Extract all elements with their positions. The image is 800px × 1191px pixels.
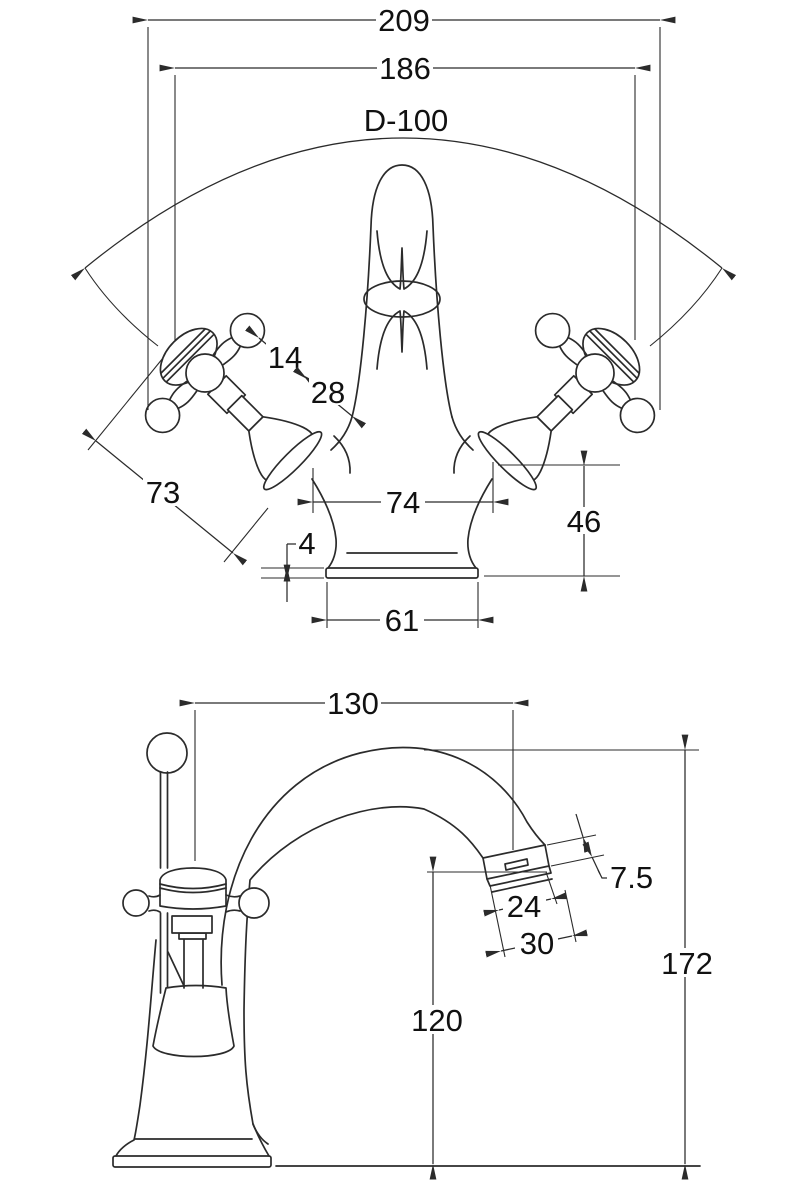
dim-upper-width: 186 (159, 51, 651, 340)
spout-arch-outer (220, 746, 546, 986)
body-left-side (311, 478, 337, 569)
dim-label-120: 120 (411, 1003, 463, 1038)
dim-overall-height: 172 (275, 734, 717, 1180)
body-socket-arc-left (333, 435, 351, 474)
nozzle-outlet-rim (486, 865, 553, 893)
dim-label-61: 61 (385, 603, 419, 638)
dim-label-24: 24 (507, 889, 541, 924)
dim-spout-outlet-height: 120 (407, 856, 547, 1180)
dim-label-46: 46 (567, 504, 601, 539)
dim-knob-offset: 14 (245, 325, 317, 388)
dim-base-plate-thickness: 4 (261, 526, 324, 602)
dim-label-130: 130 (327, 686, 379, 721)
dim-body-height: 46 (484, 450, 620, 592)
base-plate-front (325, 567, 479, 579)
body-crease (167, 951, 185, 987)
body-right-flare (451, 416, 474, 451)
dim-label-d100: D-100 (364, 103, 448, 138)
body-cone-left (115, 939, 157, 1157)
dim-base-width: 61 (311, 582, 494, 638)
dim-label-73: 73 (146, 475, 180, 510)
handle-bell-side (152, 984, 235, 1058)
body-cone-right-flare (252, 1123, 270, 1157)
handle-knob-left (122, 889, 150, 917)
dim-label-28: 28 (311, 375, 345, 410)
dim-handle-clearance: 28 (292, 366, 367, 429)
side-view: 130 7.5 24 30 (112, 686, 717, 1180)
handle-stem-side (183, 938, 204, 989)
dim-label-209: 209 (378, 3, 430, 38)
handle-front-right (446, 286, 682, 522)
dim-label-186: 186 (379, 51, 431, 86)
dim-tip-face-thickness: 7.5 (546, 813, 653, 895)
dim-overall-width: 209 (132, 3, 676, 410)
base-plinth-side (112, 1155, 272, 1168)
spout-arch-inner (243, 805, 484, 1145)
spout-collar-ellipse (363, 280, 441, 318)
handle-knob-right (238, 887, 270, 919)
dim-body-width: 74 (297, 462, 509, 520)
body-socket-arc-right (453, 435, 471, 474)
handle-collar-side (171, 915, 213, 934)
front-view: 209 186 D-100 14 28 (70, 3, 737, 638)
dim-label-14: 14 (268, 340, 302, 375)
dim-label-4: 4 (298, 526, 315, 561)
faucet-front-outline (311, 164, 493, 579)
dim-aerator-width: 24 (483, 871, 567, 958)
handle-cap-band (159, 883, 227, 894)
dim-label-172: 172 (661, 946, 713, 981)
spout-column-outline (351, 164, 453, 418)
dim-spout-reach: 130 (179, 686, 529, 861)
popup-rod (159, 771, 169, 994)
dim-label-74: 74 (386, 485, 420, 520)
nozzle-aerator-slot (504, 858, 529, 871)
body-right-side (467, 478, 493, 569)
dim-tip-width: 30 (485, 889, 588, 961)
spout-ornament-lower (376, 310, 428, 370)
handle-step-side (178, 932, 207, 940)
handle-knob-necks (148, 894, 241, 913)
faucet-side-outline (112, 732, 553, 1168)
dim-swing-arc: D-100 (70, 103, 737, 347)
dim-handle-length: 73 (81, 357, 269, 566)
dim-label-7-5: 7.5 (610, 860, 653, 895)
dim-label-30: 30 (520, 926, 554, 961)
popup-rod-knob (146, 732, 188, 774)
